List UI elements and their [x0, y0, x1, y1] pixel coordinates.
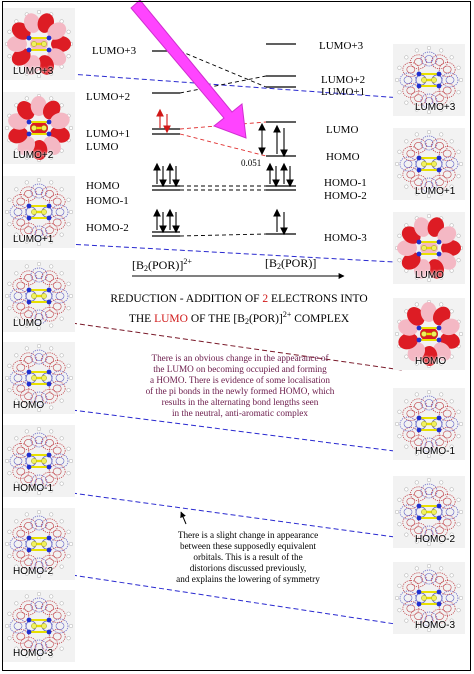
- orbital-label: LUMO+1: [415, 186, 456, 197]
- label-right-lumo2: LUMO+2: [321, 74, 366, 86]
- molecule-icon: [5, 427, 73, 495]
- pointer-arrow: [180, 511, 187, 525]
- molecule-icon: [5, 262, 73, 330]
- label-left-lumo2: LUMO+2: [86, 91, 131, 103]
- electrons-right-homo: [273, 124, 288, 158]
- orbital-label: HOMO: [13, 400, 45, 411]
- molecule-icon: [395, 214, 463, 282]
- orbital-label: LUMO: [415, 270, 444, 281]
- electrons-left-homo2: [153, 208, 180, 234]
- gap-value: 0.051: [241, 158, 262, 168]
- corr-lumo: [179, 133, 267, 157]
- orbital-right-homo-1: HOMO-1: [393, 388, 465, 460]
- connector-homo1-left: [67, 243, 395, 263]
- label-right-lumo1: LUMO+1: [321, 86, 366, 98]
- molecule-icon: [5, 344, 73, 412]
- label-left-lumo3: LUMO+3: [92, 45, 137, 57]
- orbital-label: HOMO-1: [13, 483, 53, 494]
- molecule-icon: [395, 390, 463, 458]
- orbital-left-homo: HOMO: [3, 342, 75, 414]
- reduction-heading: REDUCTION - ADDITION OF 2 ELECTRONS INTO…: [110, 293, 368, 326]
- complex-left-label: [B2(POR)]2+: [132, 257, 192, 273]
- orbital-left-homo-3: HOMO-3: [3, 590, 75, 662]
- orbital-label: LUMO+2: [13, 150, 54, 161]
- orbital-left-homo-1: HOMO-1: [3, 425, 75, 497]
- label-left-lumo1: LUMO+1: [86, 128, 131, 140]
- orbital-label: HOMO-1: [415, 446, 455, 457]
- molecule-icon: [395, 564, 463, 632]
- orbital-right-lumo: LUMO: [393, 212, 465, 284]
- molecule-icon: [5, 10, 73, 78]
- orbital-right-homo: HOMO: [393, 298, 465, 370]
- label-right-homo1: HOMO-1: [324, 177, 367, 189]
- corr-lumo2: [179, 75, 267, 94]
- molecule-icon: [5, 592, 73, 660]
- orbital-left-lumoplus-3: LUMO+3: [3, 8, 75, 80]
- orbital-left-homo-2: HOMO-2: [3, 508, 75, 580]
- molecule-icon: [5, 94, 73, 162]
- molecule-icon: [5, 178, 73, 246]
- orbital-right-lumoplus-3: LUMO+3: [393, 44, 465, 116]
- corr-lumo3: [179, 50, 267, 88]
- label-right-homo: HOMO: [326, 151, 360, 163]
- molecule-icon: [395, 300, 463, 368]
- label-right-homo3: HOMO-3: [324, 232, 367, 244]
- orbital-label: LUMO+1: [13, 234, 54, 245]
- orbital-label: LUMO+3: [13, 66, 54, 77]
- molecule-icon: [395, 130, 463, 198]
- orbital-label: HOMO-2: [415, 534, 455, 545]
- label-right-lumo: LUMO: [326, 124, 359, 136]
- label-left-lumo: LUMO: [86, 141, 119, 153]
- orbital-label: HOMO: [415, 356, 447, 367]
- electrons-left-lumo: [156, 108, 171, 134]
- orbital-label: LUMO: [13, 318, 42, 329]
- orbital-left-lumoplus-1: LUMO+1: [3, 176, 75, 248]
- orbital-right-lumoplus-1: LUMO+1: [393, 128, 465, 200]
- electrons-left-homo: [153, 162, 180, 188]
- orbital-label: HOMO-3: [415, 620, 455, 631]
- electrons-right-homo1: [266, 162, 294, 188]
- label-right-lumo3: LUMO+3: [319, 40, 364, 52]
- label-right-homo2: HOMO-2: [324, 190, 367, 202]
- orbital-label: LUMO+3: [415, 102, 456, 113]
- electrons-right-homo3: [273, 208, 288, 236]
- complex-right-label: [B2(POR)]: [265, 256, 317, 271]
- orbital-label: HOMO-2: [13, 566, 53, 577]
- corr-homo2: [179, 233, 267, 237]
- orbital-right-homo-2: HOMO-2: [393, 476, 465, 548]
- orbital-label: HOMO-3: [13, 648, 53, 659]
- label-left-homo1: HOMO-1: [86, 195, 129, 207]
- orbital-right-homo-3: HOMO-3: [393, 562, 465, 634]
- molecule-icon: [5, 510, 73, 578]
- orbital-left-lumo: LUMO: [3, 260, 75, 332]
- molecule-icon: [395, 46, 463, 114]
- gap-arrow: [258, 122, 266, 156]
- magenta-arrow: [130, 0, 247, 139]
- molecule-icon: [395, 478, 463, 546]
- orbital-left-lumoplus-2: LUMO+2: [3, 92, 75, 164]
- label-left-homo2: HOMO-2: [86, 222, 129, 234]
- note-lumo-change: There is an obvious change in the appear…: [145, 353, 335, 418]
- label-left-homo: HOMO: [86, 180, 120, 192]
